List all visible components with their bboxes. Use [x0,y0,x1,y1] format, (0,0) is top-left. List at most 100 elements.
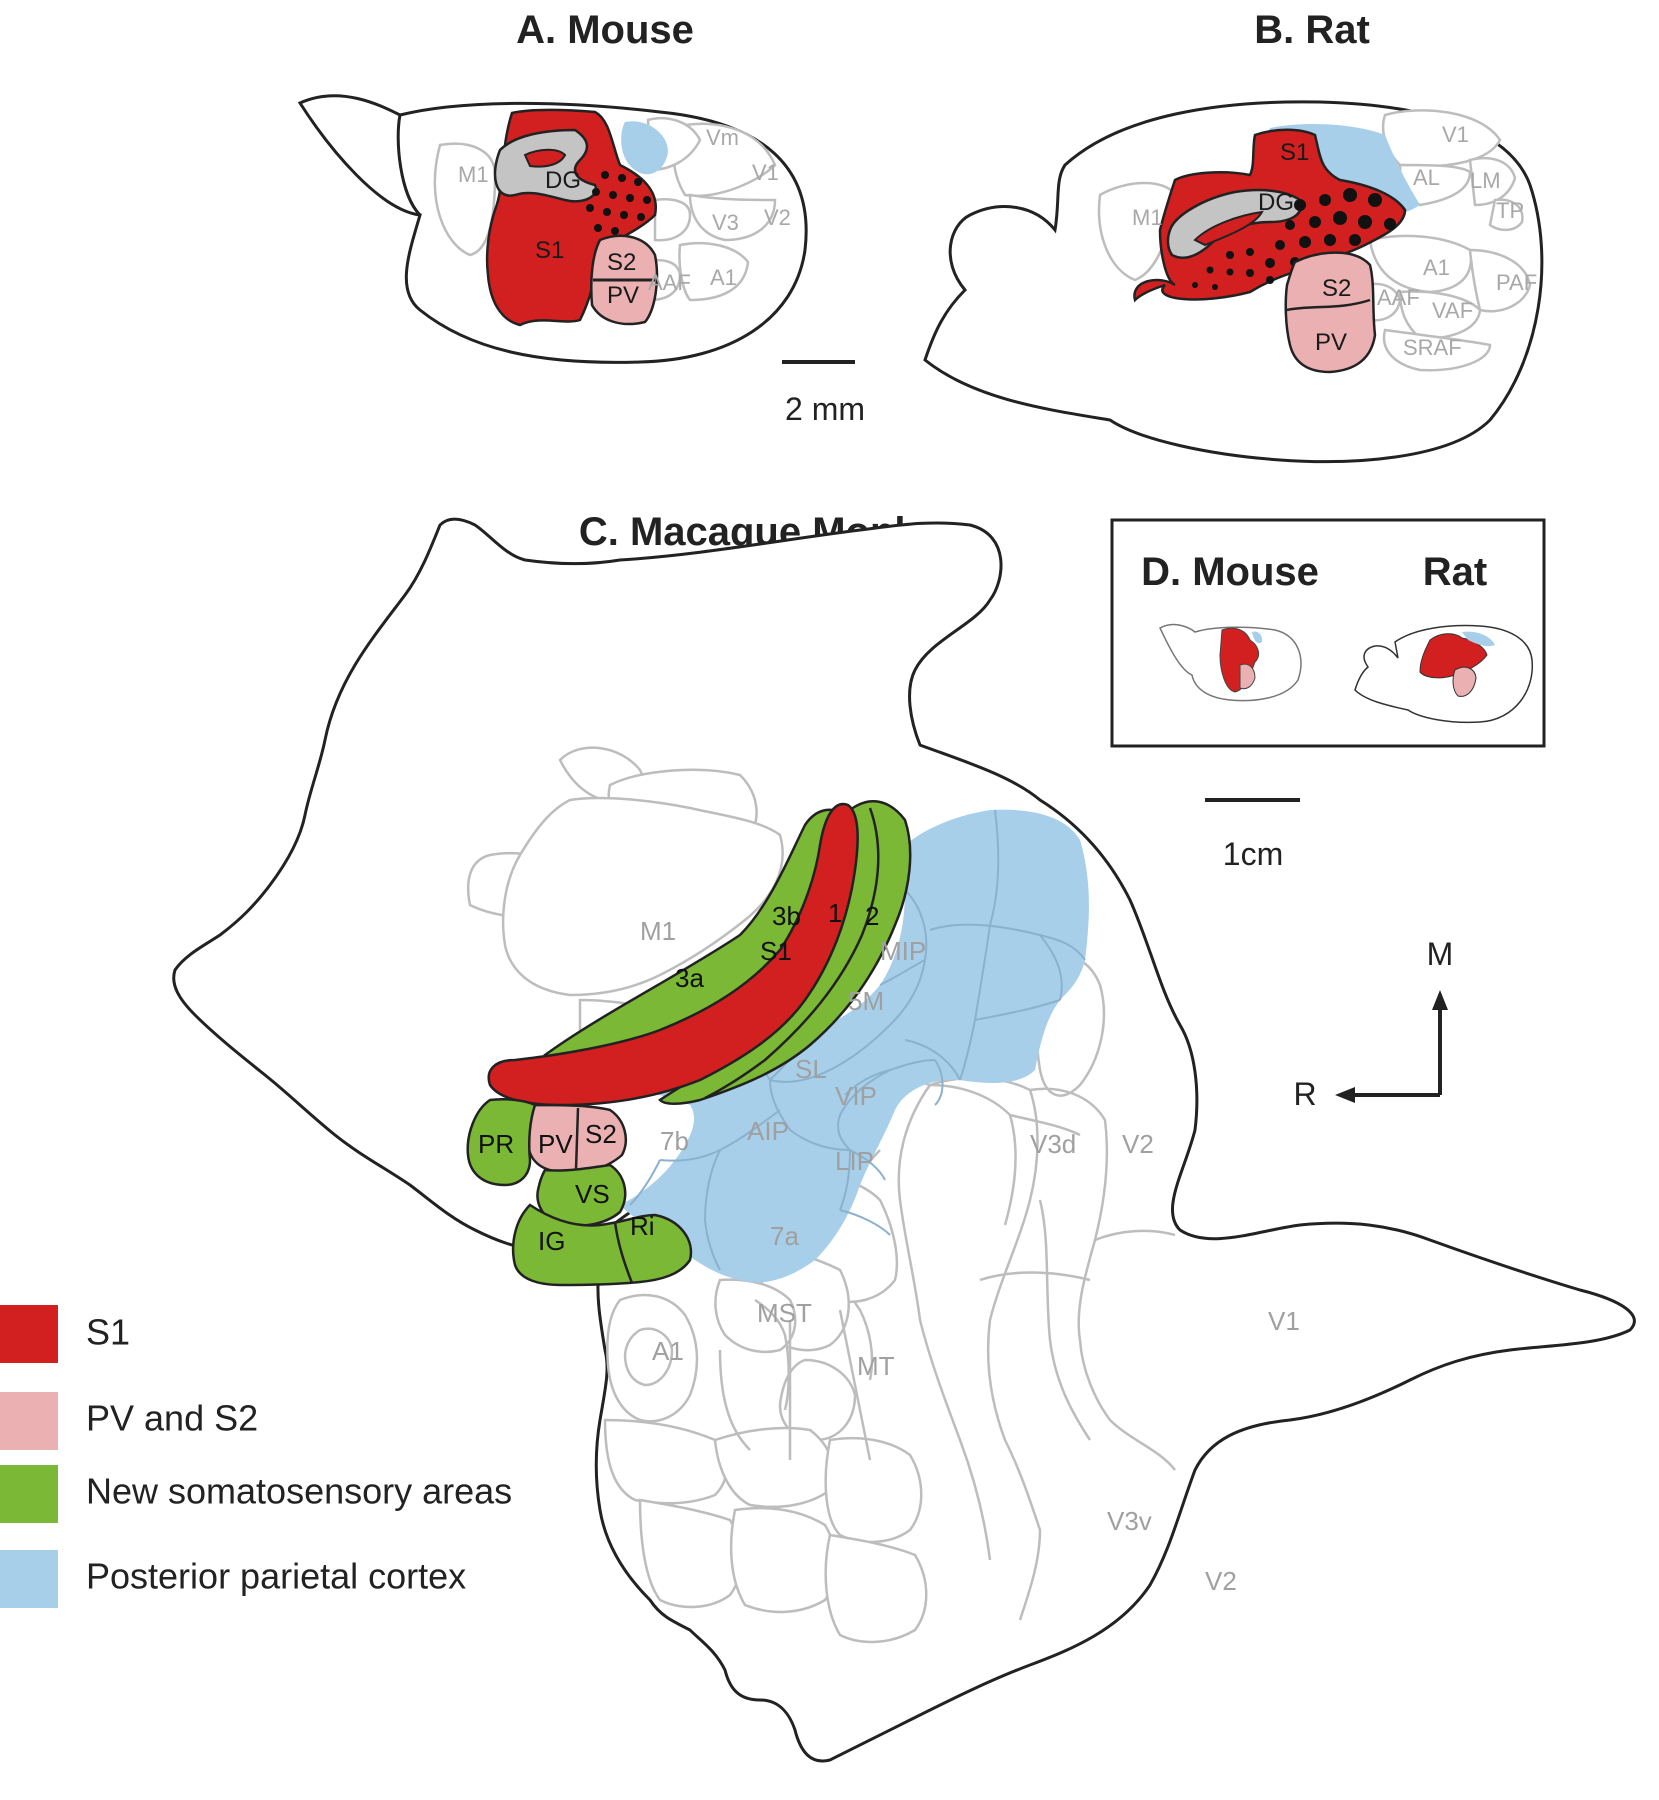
mouse-barrel-dots [586,171,651,235]
legend-label-ppc: Posterior parietal cortex [86,1556,466,1597]
macaque-3a-label: 3a [675,963,704,993]
legend-swatch-s1 [0,1305,58,1363]
macaque-7b-label: 7b [660,1126,689,1156]
legend-label-pv-s2: PV and S2 [86,1398,258,1439]
mouse-aaf-label: AAF [648,270,691,295]
orientation-medial-label: M [1427,936,1454,972]
macaque-7a-label: 7a [770,1221,799,1251]
rat-s2-pv-divider [1286,298,1371,312]
rat-dg-inner [1193,210,1264,247]
panel-a-mouse: A. Mouse M1 DG S1 S2 PV [297,8,808,364]
macaque-a1-label: A1 [652,1336,684,1366]
rat-s2-label: S2 [1322,275,1351,302]
rat-vaf-label: VAF [1432,298,1473,323]
macaque-vs-label: VS [575,1179,610,1209]
macaque-m1-label: M1 [640,916,676,946]
macaque-v2-top-label: V2 [1122,1129,1154,1159]
mouse-dg-inner [523,148,567,168]
rat-s2-pv [1284,251,1377,374]
macaque-ig-ri-divider [613,1221,634,1284]
panel-d-inset: D. Mouse Rat [1110,518,1546,748]
rodent-scale-label: 2 mm [785,391,865,427]
macaque-area-ig-ri [511,1203,693,1287]
macaque-sl-label: SL [795,1054,827,1084]
macaque-v3d-label: V3d [1030,1129,1076,1159]
macaque-area1-label: 1 [828,898,842,928]
mouse-m1-area [433,142,497,257]
macaque-area-vs [536,1163,627,1228]
macaque-ri-label: Ri [630,1211,655,1241]
rat-paf-label: PAF [1496,270,1537,295]
macaque-v1-label: V1 [1268,1306,1300,1336]
macaque-lip-label: LIP [835,1146,874,1176]
legend-swatch-ppc [0,1550,58,1608]
macaque-3b-label: 3b [772,901,801,931]
legend: S1 PV and S2 New somatosensory areas Pos… [0,1305,512,1608]
orientation-rostral-label: R [1293,1076,1316,1112]
macaque-ig-label: IG [538,1226,565,1256]
mouse-v3-area [653,198,692,242]
mouse-a1-area [678,241,750,302]
mouse-m1-label: M1 [458,162,489,187]
macaque-mip-label: MIP [880,936,926,966]
mouse-s2-label: S2 [607,249,636,276]
legend-swatch-pv-s2 [0,1392,58,1450]
rat-pv-label: PV [1315,329,1347,356]
mouse-v3-label: V3 [712,210,739,235]
rat-dg-label: DG [1258,189,1294,216]
panel-c-macaque: C. Macaque Monkey [172,510,1636,1763]
mouse-v1-label: V1 [752,160,779,185]
mouse-dg-label: DG [545,167,581,194]
rat-sraf-label: SRAF [1403,335,1462,360]
rat-sraf-area [1382,328,1492,372]
legend-label-new-somatosensory: New somatosensory areas [86,1471,512,1512]
macaque-aip-label: AIP [747,1116,789,1146]
arrow-left-icon [1335,1087,1355,1103]
inset-rat-brain [1354,624,1534,724]
orientation-indicator: M R [1293,936,1453,1112]
macaque-ppc [608,809,1089,1283]
legend-swatch-new-somatosensory [0,1465,58,1523]
mouse-v2-label: V2 [764,205,791,230]
mouse-s1-label: S1 [535,237,564,264]
rat-s1-label: S1 [1280,139,1309,166]
macaque-mst-label: MST [757,1298,812,1328]
mouse-vm-label: Vm [706,125,739,150]
mouse-a1-label: A1 [710,265,737,290]
rat-lm-label: LM [1470,168,1501,193]
mouse-pv-label: PV [607,282,639,309]
macaque-pv-label: PV [538,1129,573,1159]
rat-m1-label: M1 [1132,205,1163,230]
rat-paf-area [1468,248,1532,313]
macaque-mt-label: MT [857,1351,895,1381]
mouse-ppc [621,121,668,175]
rat-tp-area [1488,198,1524,232]
mouse-v2-area [688,193,777,242]
rat-barrel-dots [1192,188,1396,290]
panel-d-title-rat: Rat [1423,550,1487,594]
macaque-area-pr [466,1097,537,1187]
macaque-area-3b-s1 [487,802,859,1107]
panel-b-rat: B. Rat S1 DG M1 [923,8,1544,464]
panel-d-title-mouse: D. Mouse [1141,550,1319,594]
macaque-pr-label: PR [478,1129,514,1159]
rat-a1-label: A1 [1423,255,1450,280]
macaque-area-1-2-divider [704,807,880,1100]
macaque-vip-label: VIP [835,1081,877,1111]
rat-a1-area [1368,234,1473,294]
inset-mouse-brain [1159,623,1302,702]
panel-a-title: A. Mouse [516,8,694,52]
macaque-v3v-label: V3v [1107,1506,1152,1536]
monkey-scale-label: 1cm [1223,836,1283,872]
panel-b-title: B. Rat [1254,8,1370,52]
rat-aaf-label: AAF [1377,285,1420,310]
rat-al-label: AL [1413,165,1440,190]
legend-label-s1: S1 [86,1312,130,1353]
macaque-s2-label: S2 [585,1119,617,1149]
arrow-up-icon [1432,990,1448,1010]
macaque-v2-bottom-label: V2 [1205,1566,1237,1596]
rat-vaf-area [1398,290,1482,340]
macaque-pv-s2-divider [574,1107,580,1171]
rat-lm-area [1468,156,1517,207]
